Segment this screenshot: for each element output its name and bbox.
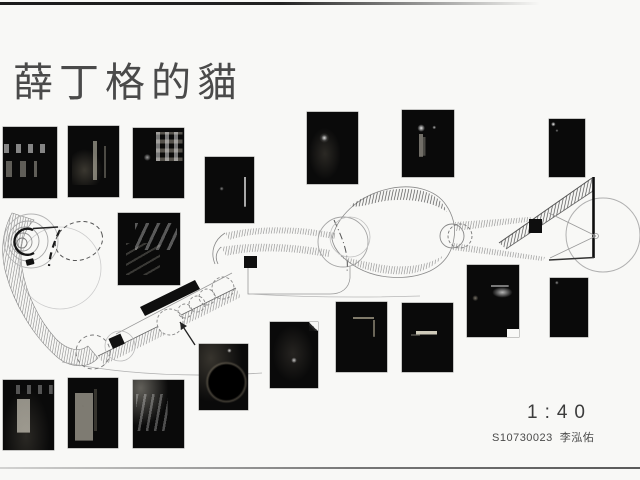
- photo-9: [199, 344, 248, 410]
- dashed-ellipse: [54, 220, 104, 262]
- view-wedge: [548, 212, 599, 259]
- triangle-pennant: [498, 177, 640, 273]
- entry-spiral: [3, 213, 104, 269]
- photo-13: [467, 265, 519, 337]
- board-title: 薛丁格的貓: [13, 61, 243, 105]
- large-ghost-circle: [565, 197, 640, 273]
- credit-line: S10730023 李泓佑: [492, 429, 594, 445]
- leaf-body: [329, 186, 545, 278]
- photo-10: [270, 322, 318, 388]
- photo-15: [3, 380, 54, 450]
- photo-1: [3, 127, 57, 198]
- scan-artifact-bottom-line: [0, 467, 640, 469]
- photo-7: [549, 119, 585, 177]
- photo-3: [133, 128, 184, 198]
- photo-17: [133, 380, 184, 448]
- black-column-square: [108, 333, 125, 349]
- student-id: S10730023: [492, 432, 553, 444]
- black-column-square: [244, 256, 257, 268]
- black-column-square: [529, 219, 542, 233]
- photo-2: [68, 126, 119, 197]
- scale-label: 1:40: [527, 402, 592, 423]
- photo-11: [336, 302, 387, 372]
- photo-12: [402, 303, 453, 372]
- diagonal-corridor: [61, 272, 263, 376]
- photo-4: [205, 157, 254, 223]
- scan-artifact-top-line: [0, 2, 540, 5]
- photo-6: [402, 110, 454, 177]
- direction-arrow: [179, 321, 196, 346]
- mid-corridor: [212, 216, 421, 298]
- photo-16: [68, 378, 118, 448]
- photo-8: [118, 213, 180, 285]
- stepping-dashed-circles: [156, 308, 184, 336]
- mid-ghost-circle: [317, 216, 369, 268]
- student-name: 李泓佑: [559, 432, 595, 444]
- black-wall-bar: [140, 280, 200, 316]
- photo-5: [307, 112, 358, 184]
- photo-14: [550, 278, 588, 337]
